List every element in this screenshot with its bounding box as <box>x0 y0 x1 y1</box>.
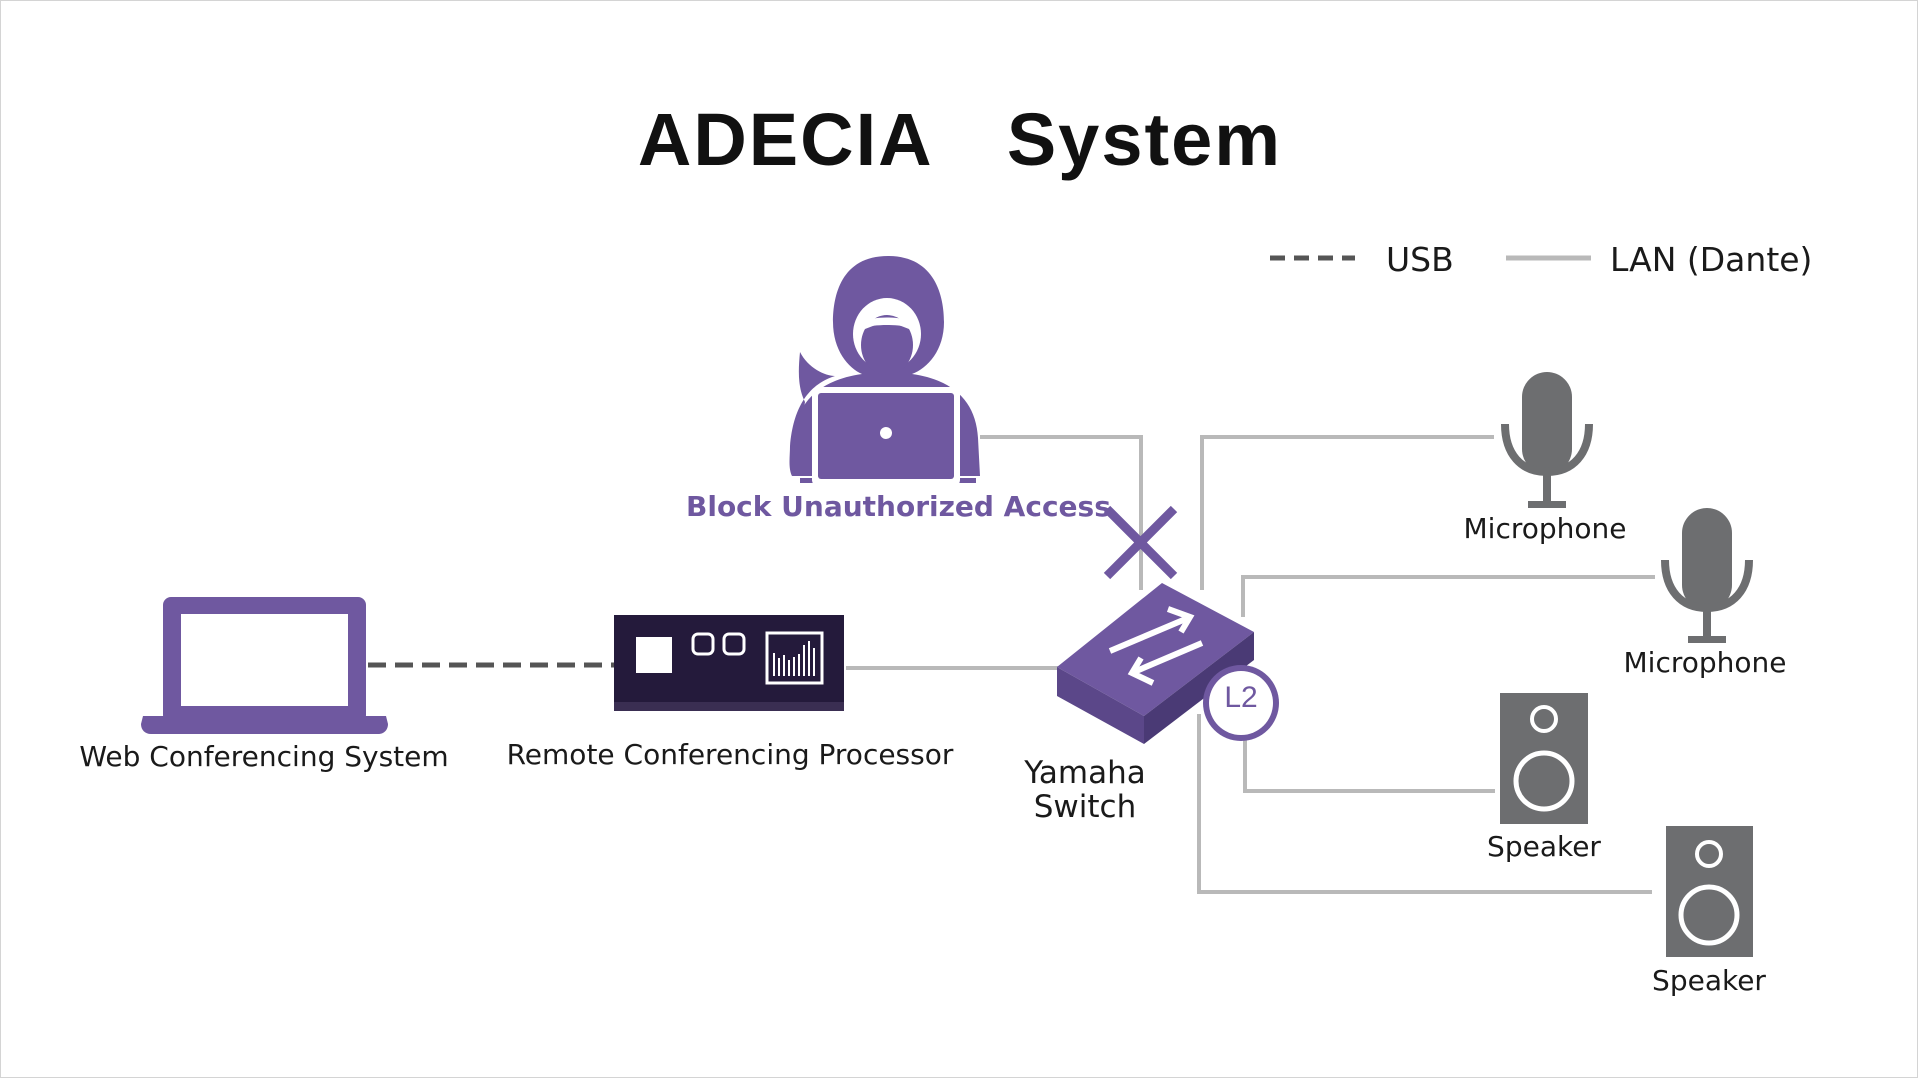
switch-label-line2: Switch <box>1033 789 1137 825</box>
page-title: ADECIA System <box>637 98 1283 181</box>
microphone-icon-1 <box>1501 372 1593 508</box>
block-x-icon <box>1103 505 1178 580</box>
lan-line-mic2 <box>1241 575 1655 617</box>
switch-label-line1: Yamaha <box>1024 755 1146 791</box>
microphone-label-1: Microphone <box>1463 512 1627 545</box>
lan-connections <box>846 435 1655 894</box>
web-conferencing-label: Web Conferencing System <box>79 740 449 773</box>
microphone-label-2: Microphone <box>1623 646 1787 679</box>
switch-icon <box>1057 583 1279 744</box>
laptop-icon <box>141 597 388 734</box>
switch-label: Yamaha Switch <box>985 756 1185 824</box>
lan-line-speaker2 <box>1197 714 1652 894</box>
processor-label: Remote Conferencing Processor <box>506 738 954 771</box>
speaker-icon-2 <box>1666 826 1753 957</box>
switch-l2-badge: L2 <box>1224 681 1258 714</box>
lan-line-mic1 <box>1200 435 1494 590</box>
lan-line-speaker1 <box>1243 728 1495 793</box>
hacker-icon <box>789 256 980 486</box>
processor-icon <box>614 615 844 711</box>
microphone-icon-2 <box>1661 508 1753 643</box>
speaker-icon-1 <box>1500 693 1588 824</box>
legend-lan-label: LAN (Dante) <box>1610 240 1813 279</box>
speaker-label-2: Speaker <box>1652 964 1766 997</box>
legend-usb-label: USB <box>1386 240 1454 279</box>
speaker-label-1: Speaker <box>1487 830 1601 863</box>
block-unauthorized-label: Block Unauthorized Access <box>686 490 1111 523</box>
